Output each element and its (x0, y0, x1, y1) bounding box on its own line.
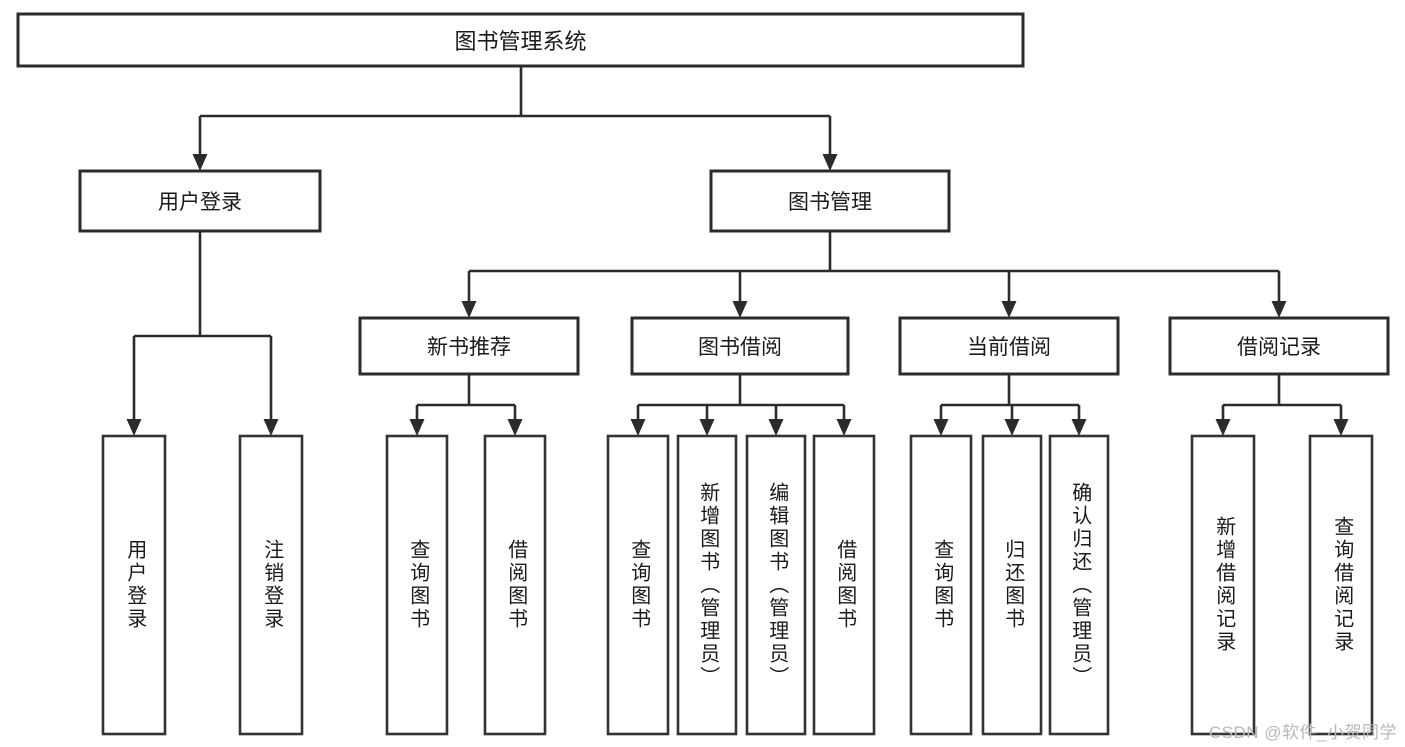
box-layer (16, 12, 1390, 736)
leaf-node-box-6 (745, 434, 807, 736)
login-leaf-drop-0-arrowhead (126, 419, 142, 436)
group-2-leaf-drop-2-arrowhead (1071, 419, 1087, 436)
leaf-node-box-0 (101, 434, 167, 736)
group-1-leaf-drop-3-arrowhead (836, 419, 852, 436)
group-1-leaf-drop-2-arrowhead (768, 419, 784, 436)
leaf-node-box-7 (812, 434, 876, 736)
level3-drop-3-arrowhead (1271, 301, 1287, 318)
leaf-node-box-2 (385, 434, 449, 736)
level3-node-box-1 (630, 316, 850, 376)
leaf-node-box-9 (981, 434, 1043, 736)
level2-drop-0-arrowhead (192, 154, 208, 171)
group-2-leaf-drop-0-arrowhead (933, 419, 949, 436)
leaf-node-box-4 (606, 434, 670, 736)
leaf-node-box-5 (676, 434, 738, 736)
leaf-node-box-12 (1308, 434, 1374, 736)
root-node-box (16, 12, 1025, 68)
level3-node-box-0 (358, 316, 580, 376)
leaf-node-box-8 (909, 434, 973, 736)
group-3-leaf-drop-1-arrowhead (1333, 419, 1349, 436)
group-1-leaf-drop-1-arrowhead (699, 419, 715, 436)
group-1-leaf-drop-0-arrowhead (630, 419, 646, 436)
level2-node-box-0 (78, 169, 322, 233)
login-leaf-drop-1-arrowhead (263, 419, 279, 436)
level2-node-box-1 (709, 169, 951, 233)
level3-node-box-2 (898, 316, 1120, 376)
group-0-leaf-drop-1-arrowhead (507, 419, 523, 436)
leaf-node-box-3 (483, 434, 547, 736)
level3-drop-1-arrowhead (732, 301, 748, 318)
connector-layer (126, 66, 1349, 436)
leaf-node-box-1 (238, 434, 304, 736)
level3-node-box-3 (1168, 316, 1390, 376)
leaf-node-box-11 (1190, 434, 1256, 736)
watermark-text: CSDN @软件_小贺同学 (1208, 723, 1397, 742)
level3-drop-2-arrowhead (1001, 301, 1017, 318)
leaf-node-box-10 (1048, 434, 1110, 736)
group-0-leaf-drop-0-arrowhead (409, 419, 425, 436)
level3-drop-0-arrowhead (461, 301, 477, 318)
group-3-leaf-drop-0-arrowhead (1215, 419, 1231, 436)
level2-drop-1-arrowhead (822, 154, 838, 171)
group-2-leaf-drop-1-arrowhead (1004, 419, 1020, 436)
